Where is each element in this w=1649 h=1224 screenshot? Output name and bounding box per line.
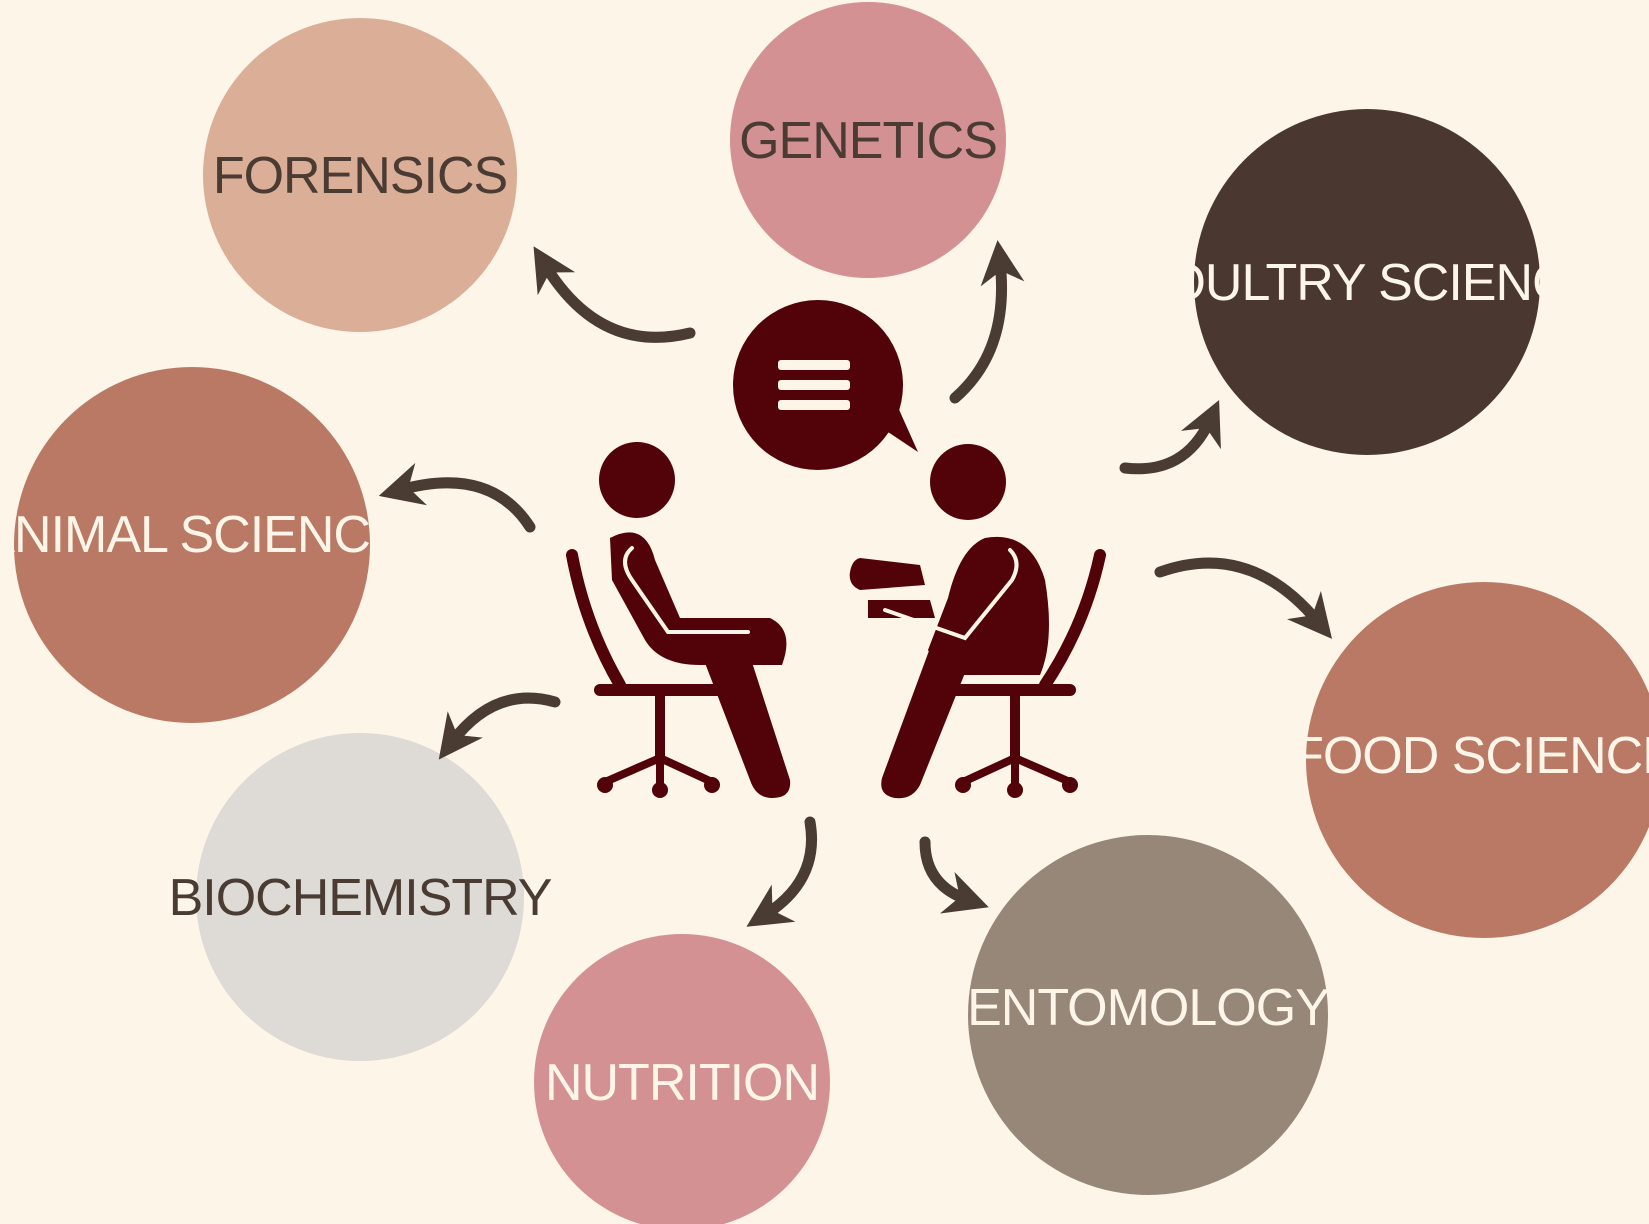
arrow-to-poultry-science [1119, 399, 1221, 475]
person-seated-talking-icon [849, 444, 1106, 799]
topic-circle [14, 367, 370, 723]
topic-label: NUTRITION [545, 1054, 819, 1112]
topic-circle [730, 2, 1006, 278]
arrow-to-genetics [949, 240, 1025, 404]
person-seated-listening-icon [566, 442, 791, 798]
topic-genetics: GENETICS [730, 2, 1006, 278]
topic-circle [968, 835, 1328, 1195]
arrows [378, 240, 1333, 927]
topic-biochemistry: BIOCHEMISTRY [169, 733, 553, 1061]
topic-poultry-science: POULTRY SCIENCE [1132, 109, 1603, 455]
topic-circle [1306, 582, 1649, 938]
arrow-to-nutrition [746, 816, 817, 927]
topic-food-science: FOOD SCIENCE [1292, 582, 1649, 938]
arrow-to-biochemistry [438, 692, 561, 760]
topic-entomology: ENTOMOLOGY [967, 835, 1330, 1195]
arrow-to-food-science [1154, 557, 1333, 639]
topic-label: GENETICS [739, 112, 997, 170]
topic-circle [534, 934, 830, 1224]
topic-animal-science: ANIMAL SCIENCE [0, 367, 405, 723]
topic-label: ENTOMOLOGY [967, 979, 1329, 1037]
topic-nutrition: NUTRITION [534, 934, 830, 1224]
topic-label: ANIMAL SCIENCE [0, 506, 404, 564]
arrow-to-animal-science [378, 462, 536, 533]
topic-circle [196, 733, 524, 1061]
speech-bubble-icon [733, 300, 918, 470]
topic-circle [203, 18, 517, 332]
topic-label: BIOCHEMISTRY [169, 869, 552, 927]
topic-label: POULTRY SCIENCE [1132, 254, 1602, 312]
arrow-to-forensics [533, 246, 696, 343]
arrow-to-entomology [919, 836, 989, 914]
topic-label: FORENSICS [213, 147, 507, 205]
topic-circle [1194, 109, 1540, 455]
topic-label: FOOD SCIENCE [1292, 727, 1649, 785]
topic-forensics: FORENSICS [203, 18, 517, 332]
